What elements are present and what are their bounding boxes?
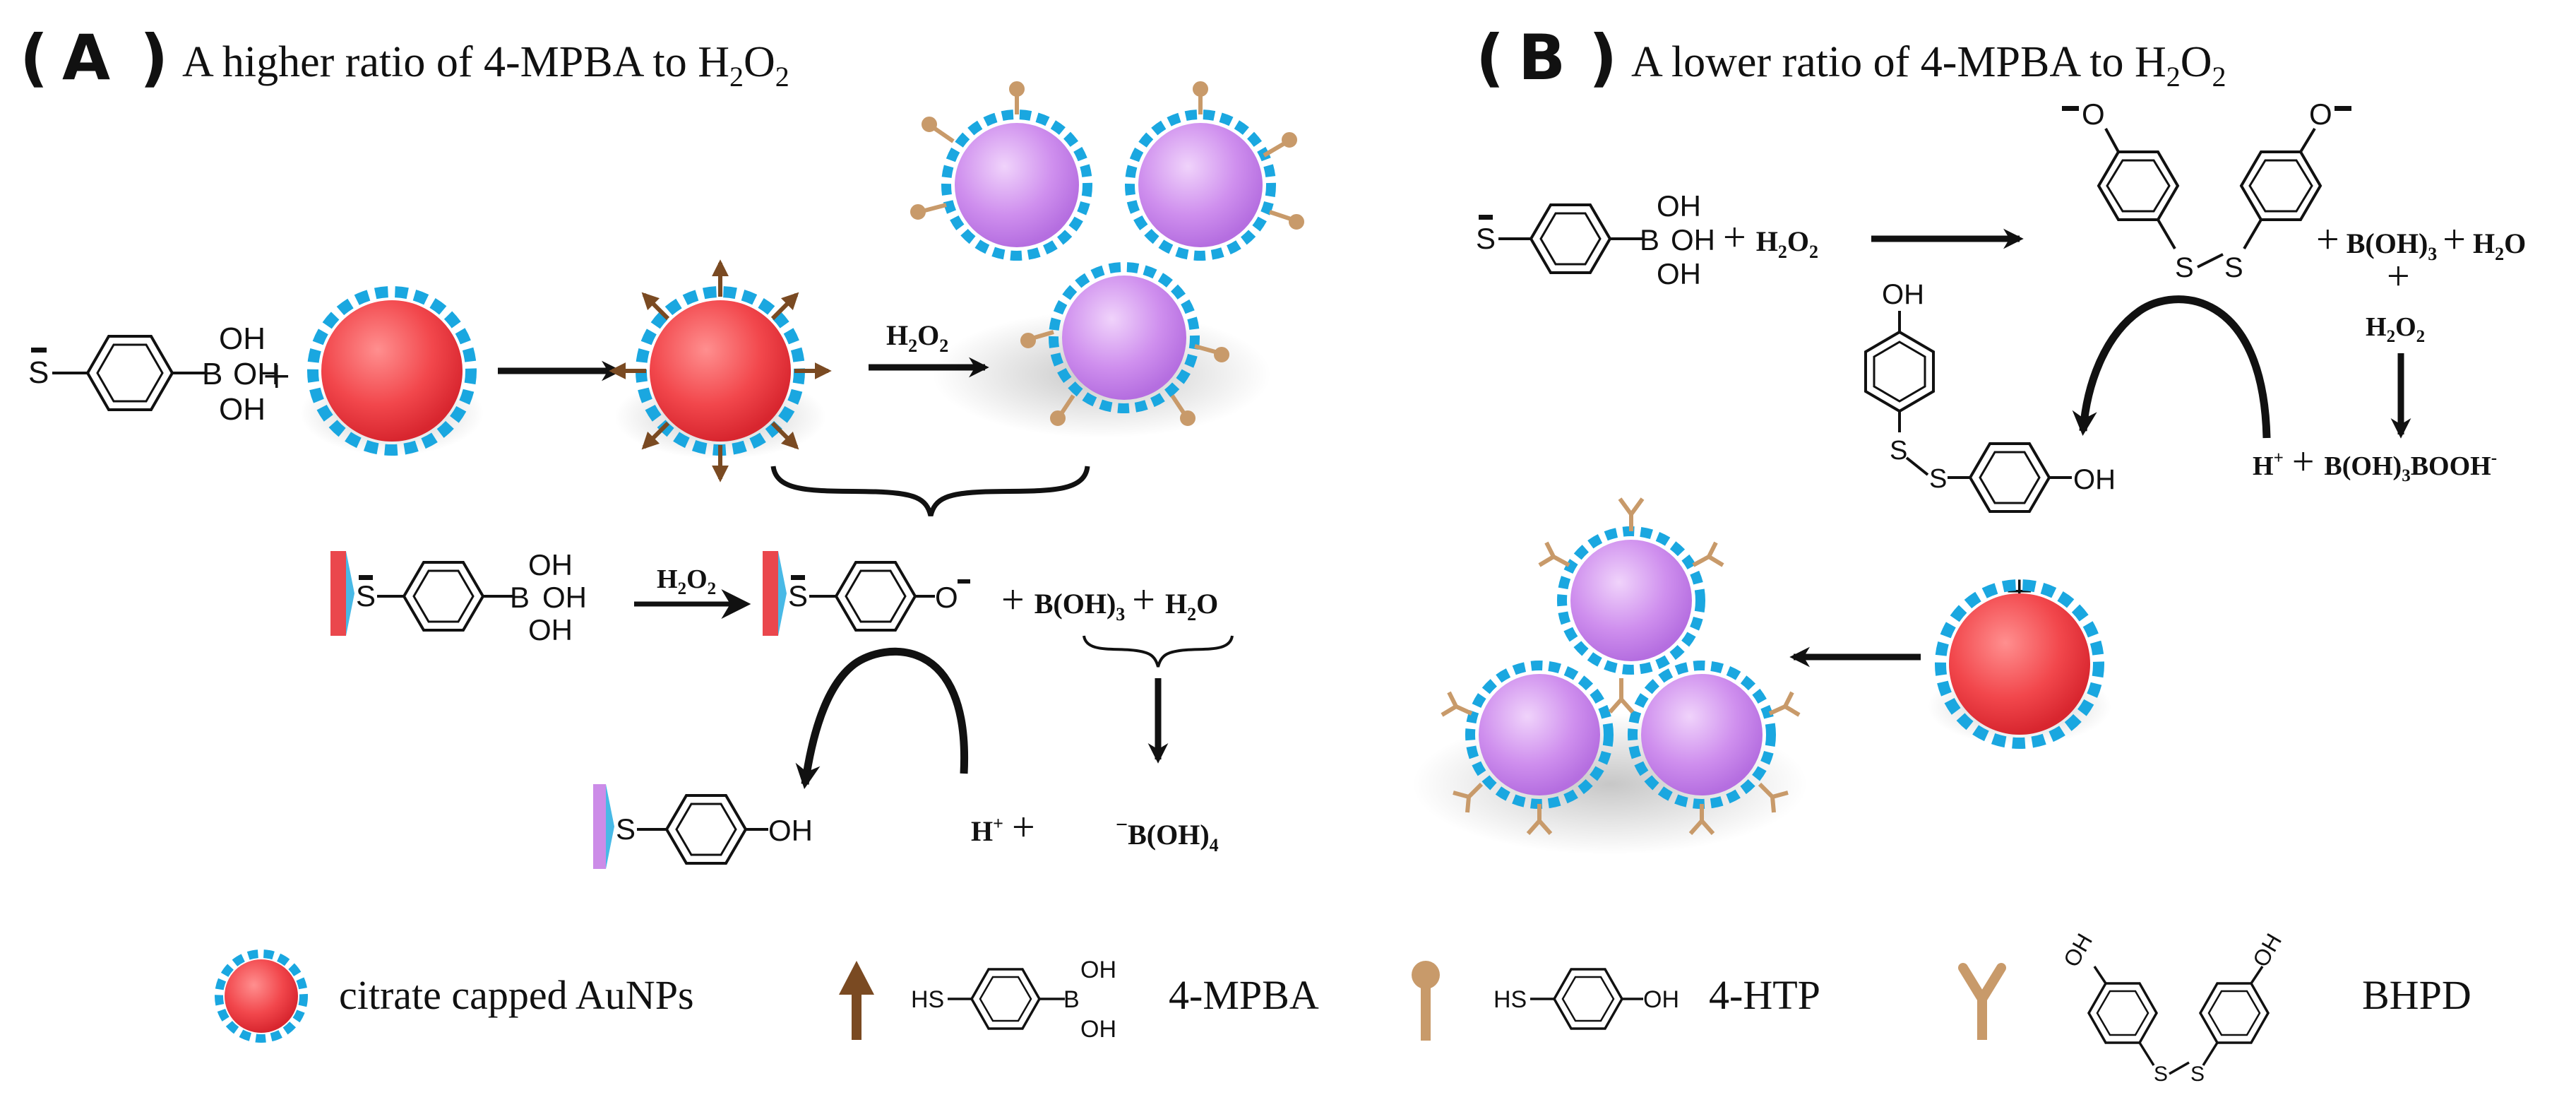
mpba-ligand (641, 421, 670, 450)
surface-mpba: S B OH OH OH (330, 548, 587, 646)
legend: citrate capped AuNPs HS B OH OH 4-MPBA H… (215, 929, 2471, 1086)
svg-text:OH: OH (1080, 957, 1116, 983)
svg-text:S: S (788, 579, 808, 612)
panel-b-paren-open: ( (1476, 21, 1504, 94)
grouping-brace (770, 466, 1090, 516)
proton-label: H++ (971, 804, 1035, 850)
svg-text:HS: HS (911, 986, 944, 1013)
panel-b: ( B ) A lower ratio of 4-MPBA to H2O2 S … (1412, 21, 2526, 855)
h2o2-label-b: H2O2 (2366, 312, 2425, 346)
svg-text:OH: OH (2073, 464, 2116, 495)
svg-text:S: S (28, 355, 49, 390)
surface-phenolate: S O (763, 551, 970, 636)
mpba-molecule-reactant-b: S B OH OH OH (1476, 189, 1715, 290)
legend-bhpd-structure: OH S S OH (2058, 929, 2286, 1086)
citrate-aunp (300, 286, 484, 456)
mpba-molecule-reactant: S B OH OH OH (28, 321, 280, 427)
svg-text:OH: OH (768, 814, 813, 847)
svg-text:B: B (510, 581, 530, 614)
svg-text:OH: OH (2058, 929, 2097, 971)
aggregated-aunps-b (1412, 497, 1808, 855)
panel-a-letter: A (62, 21, 110, 94)
grouping-brace (1083, 635, 1234, 668)
legend-mpba-icon (839, 961, 874, 1040)
panel-a: ( A ) A higher ratio of 4-MPBA to H2O2 S… (20, 21, 1304, 869)
svg-text:OH: OH (219, 321, 266, 356)
curved-arrow (795, 647, 969, 789)
legend-htp-icon (1412, 961, 1440, 1041)
svg-text:O: O (2309, 97, 2332, 131)
curved-arrow (2072, 295, 2271, 439)
legend-bhpd-icon (1958, 963, 2006, 1040)
svg-text:S: S (2175, 252, 2194, 283)
legend-mpba-label: 4-MPBA (1169, 972, 1319, 1018)
bhpd-dianion: O S S O (2062, 97, 2351, 283)
legend-htp-label: 4-HTP (1709, 972, 1820, 1018)
svg-text:OH: OH (1671, 223, 1715, 256)
panel-a-title: A higher ratio of 4-MPBA to H2O2 (182, 38, 789, 93)
svg-text:S: S (1890, 436, 1907, 466)
svg-text:OH: OH (1080, 1016, 1116, 1043)
svg-text:OH: OH (233, 357, 280, 391)
panel-a-paren-open: ( (20, 21, 48, 94)
h2o2-label: H2O2 (657, 564, 716, 598)
svg-text:OH: OH (1657, 257, 1701, 290)
svg-text:O: O (2082, 97, 2105, 131)
svg-text:S: S (1929, 464, 1947, 494)
svg-text:OH: OH (528, 613, 573, 646)
svg-text:S: S (356, 579, 376, 612)
svg-text:B: B (202, 357, 222, 391)
svg-text:B: B (1640, 223, 1659, 256)
svg-text:S: S (616, 812, 636, 846)
svg-text:HS: HS (1493, 986, 1527, 1013)
svg-text:O: O (935, 581, 958, 614)
svg-text:OH: OH (2248, 929, 2286, 971)
panel-b-paren-close: ) (1589, 21, 1617, 94)
bhpd-molecule: OH S S OH (1864, 279, 2116, 513)
aggregated-aunp (1557, 526, 1705, 675)
aggregated-aunp (1465, 661, 1614, 809)
citrate-aunp-b (1928, 579, 2111, 749)
svg-text:OH: OH (542, 581, 587, 614)
svg-text:S: S (2154, 1063, 2168, 1086)
byproducts-line-b: +B(OH)3+H2O (2316, 216, 2526, 264)
svg-text:OH: OH (528, 548, 573, 581)
panel-b-letter: B (1518, 21, 1566, 94)
borate-label: −B(OH)4 (1116, 813, 1219, 856)
aggregated-aunp (1628, 661, 1776, 809)
svg-text:OH: OH (1643, 986, 1679, 1013)
svg-text:S: S (2190, 1063, 2205, 1086)
aggregated-aunps-a (910, 81, 1304, 438)
plus-sign: + (2387, 253, 2410, 299)
svg-text:S: S (1476, 222, 1496, 255)
panel-b-title: A lower ratio of 4-MPBA to H2O2 (1631, 38, 2226, 93)
legend-bhpd-label: BHPD (2362, 972, 2471, 1018)
plus-sign: + (263, 350, 290, 404)
mpba-ligand (770, 421, 799, 450)
aggregated-aunp (1049, 262, 1200, 413)
legend-citrate-label: citrate capped AuNPs (339, 972, 694, 1018)
svg-text:OH: OH (1882, 279, 1924, 310)
svg-text:S: S (2224, 252, 2243, 283)
reactant-plus-h2o2: +H2O2 (1723, 214, 1818, 262)
panel-a-heading: ( A ) A higher ratio of 4-MPBA to H2O2 (20, 21, 789, 94)
mpba-capped-aunp (609, 259, 832, 483)
svg-text:OH: OH (219, 392, 266, 427)
mpba-ligand (770, 292, 799, 321)
aggregated-aunp (941, 110, 1092, 261)
byproducts-line: +B(OH)3+H2O (1001, 576, 1218, 625)
svg-text:OH: OH (1657, 189, 1701, 223)
h2o2-label: H2O2 (886, 319, 948, 356)
mpba-ligand (641, 292, 670, 321)
svg-text:B: B (1063, 986, 1080, 1013)
aggregated-aunp (1125, 110, 1276, 261)
legend-htp-structure: HS OH (1493, 968, 1679, 1030)
legend-citrate-aunp-icon (215, 949, 308, 1043)
panel-b-heading: ( B ) A lower ratio of 4-MPBA to H2O2 (1476, 21, 2226, 94)
legend-mpba-structure: HS B OH OH (911, 957, 1116, 1043)
surface-hydroxythiophenol: S OH (593, 784, 813, 869)
perborate-line: H++B(OH)3BOOH- (2253, 440, 2497, 485)
panel-a-paren-close: ) (140, 21, 168, 94)
